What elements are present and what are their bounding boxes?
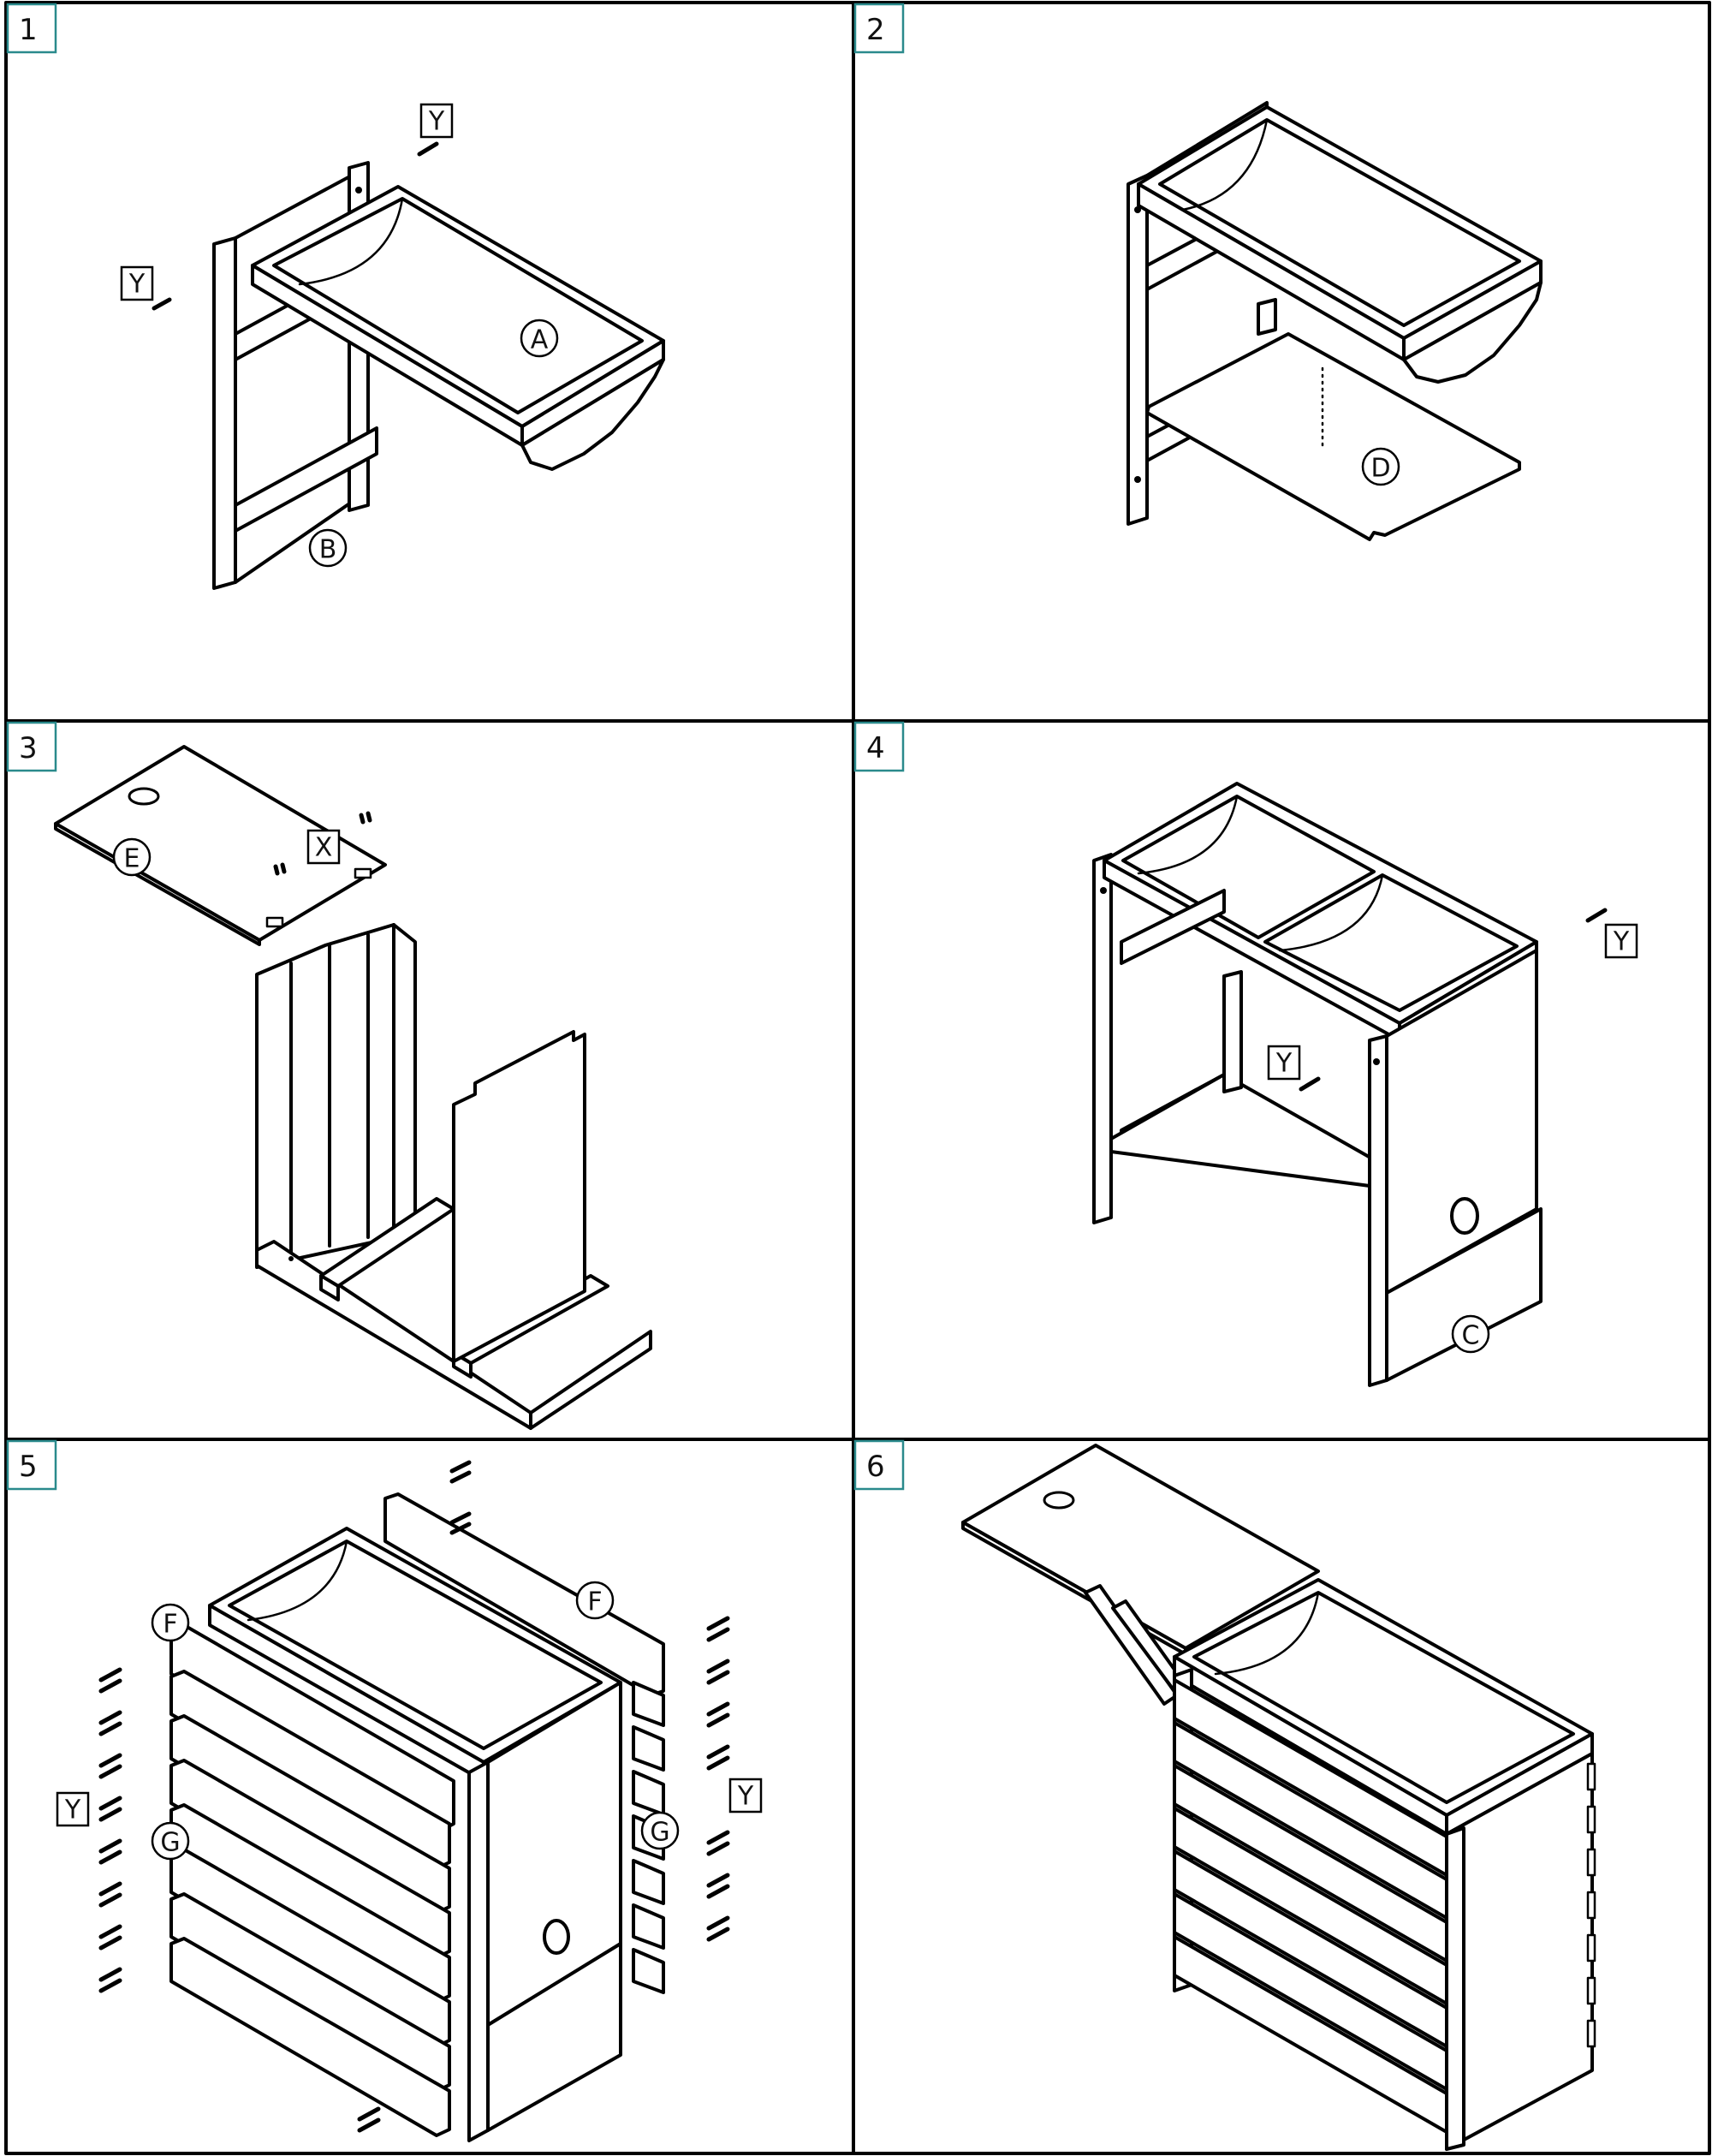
open-lid — [961, 1444, 1320, 1706]
svg-text:E: E — [124, 844, 140, 874]
callout-y-right: Y — [1604, 923, 1638, 959]
trough-a — [251, 185, 665, 471]
screws-y-bottom — [357, 2106, 381, 2133]
svg-text:F: F — [163, 1610, 177, 1640]
svg-text:G: G — [650, 1818, 669, 1848]
callout-f-left: F — [151, 1603, 190, 1642]
assembled-cabinet — [1092, 782, 1543, 1387]
screws-y-right — [706, 1616, 730, 1942]
panel-number-box — [6, 3, 57, 54]
callout-a: A — [520, 319, 559, 358]
svg-text:A: A — [531, 325, 549, 355]
callout-y-left: Y — [56, 1791, 90, 1827]
callout-e: E — [112, 837, 152, 877]
callout-f-right: F — [575, 1581, 615, 1620]
panel-5: 5 — [6, 1439, 763, 2142]
panel-6: 6 — [853, 1439, 1596, 2151]
callout-y-center: Y — [1267, 1045, 1301, 1081]
screws-y-top — [449, 1460, 472, 1535]
cabinet-body — [208, 1527, 622, 2142]
svg-text:C: C — [1462, 1321, 1480, 1351]
hinge-screws-x — [273, 811, 372, 876]
panel-grid — [4, 1, 1711, 2155]
slats-g-front — [169, 1670, 451, 2137]
panel-2: 2 D — [853, 3, 1543, 541]
svg-text:X: X — [315, 833, 333, 863]
svg-text:Y: Y — [64, 1796, 81, 1825]
panel-number: 6 — [866, 1450, 885, 1484]
top-rail-f-back — [383, 1492, 665, 1697]
svg-text:Y: Y — [128, 270, 146, 300]
panel-number-box — [853, 1439, 905, 1491]
slats-g-side — [632, 1681, 665, 1994]
panel-number-box — [853, 3, 905, 54]
callout-c: C — [1451, 1314, 1490, 1354]
panel-number-box — [853, 721, 905, 772]
svg-text:Y: Y — [737, 1782, 754, 1812]
panel-number-box — [6, 721, 57, 772]
finished-cabinet — [1173, 1578, 1596, 2151]
shelf-board-d — [1145, 332, 1521, 541]
callout-d: D — [1361, 447, 1400, 486]
panel-number: 5 — [19, 1450, 38, 1484]
svg-text:B: B — [319, 535, 337, 565]
screw-y-top — [417, 141, 439, 157]
lid-board-e — [54, 745, 387, 946]
callout-g-right: G — [640, 1811, 680, 1850]
callout-g-left: G — [151, 1821, 190, 1861]
panel-number: 1 — [19, 13, 38, 47]
panel-number: 2 — [866, 13, 885, 47]
callout-b: B — [308, 528, 348, 568]
panel-number-box — [6, 1439, 57, 1491]
callout-y-top: Y — [419, 103, 454, 139]
callout-y-right: Y — [728, 1778, 763, 1814]
svg-text:Y: Y — [428, 107, 445, 137]
panel-3: 3 — [6, 721, 652, 1430]
screws-y — [1299, 908, 1608, 1092]
svg-text:G: G — [160, 1828, 180, 1858]
svg-text:F: F — [587, 1587, 602, 1617]
side-panel-board — [452, 1030, 586, 1363]
screw-y-left — [152, 297, 172, 311]
callout-y-left: Y — [120, 265, 154, 301]
screws-y-left — [98, 1667, 122, 1993]
svg-text:Y: Y — [1275, 1049, 1293, 1079]
panel-number: 4 — [866, 731, 885, 765]
panel-1: 1 A B — [6, 3, 665, 590]
callout-x: X — [306, 829, 341, 865]
svg-text:D: D — [1370, 454, 1390, 484]
svg-text:Y: Y — [1613, 927, 1630, 957]
panel-4: 4 Y — [853, 721, 1638, 1387]
panel-number: 3 — [19, 731, 38, 765]
